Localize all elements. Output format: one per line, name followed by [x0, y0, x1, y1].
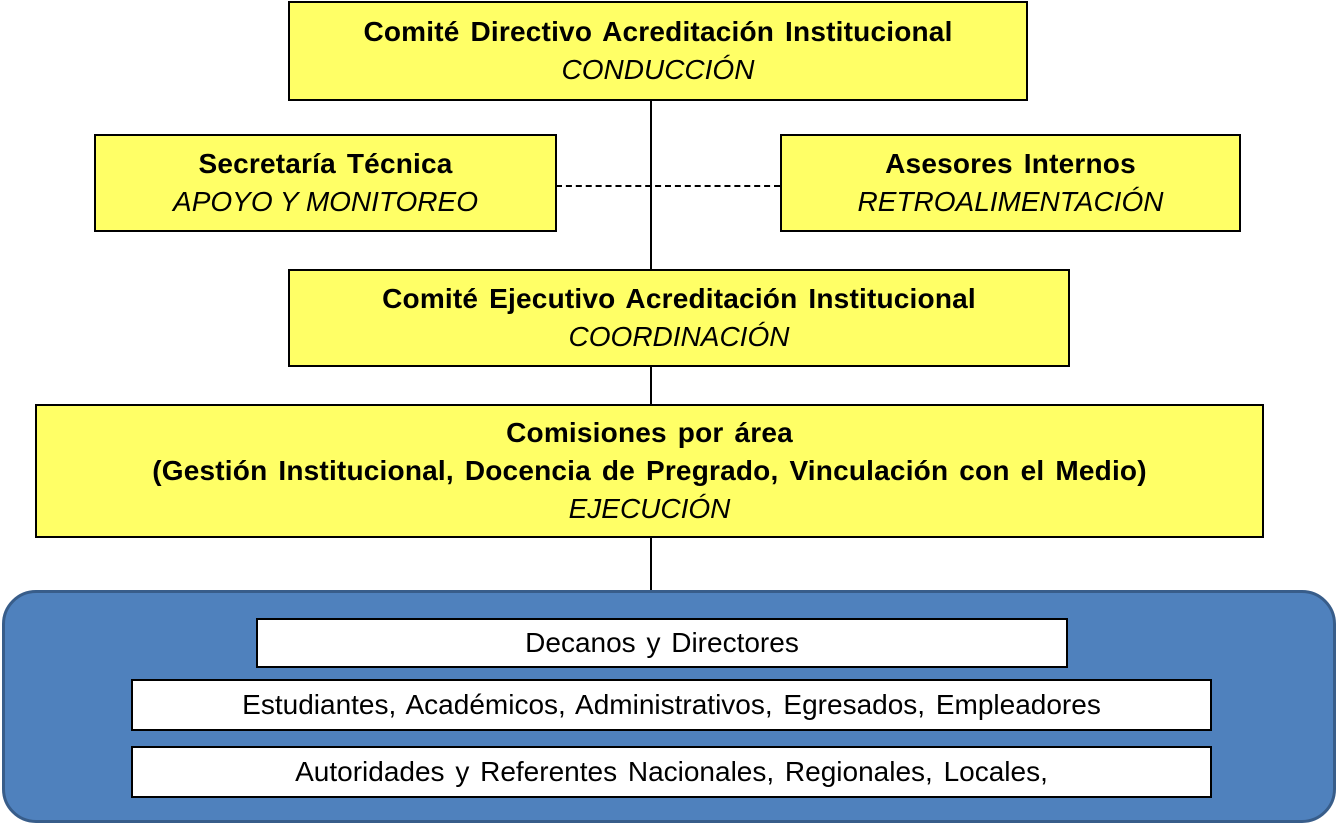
node-role: EJECUCIÓN — [568, 493, 731, 524]
stakeholder-comunidad-universitaria: Estudiantes, Académicos, Administrativos… — [131, 679, 1212, 731]
connector-comisiones-stakeholders — [650, 537, 652, 592]
stakeholder-decanos-directores: Decanos y Directores — [256, 618, 1068, 668]
node-title: Comisiones por área — [506, 417, 793, 448]
node-subtitle: (Gestión Institucional, Docencia de Preg… — [152, 455, 1147, 486]
node-role: APOYO Y MONITOREO — [173, 186, 478, 217]
stakeholder-label: Estudiantes, Académicos, Administrativos… — [242, 689, 1101, 720]
stakeholder-label: Autoridades y Referentes Nacionales, Reg… — [295, 756, 1048, 787]
stakeholder-autoridades-referentes: Autoridades y Referentes Nacionales, Reg… — [131, 746, 1212, 798]
connector-secretaria-asesores — [556, 185, 780, 187]
node-role: RETROALIMENTACIÓN — [857, 186, 1164, 217]
node-role: COORDINACIÓN — [568, 321, 790, 352]
node-title: Comité Directivo Acreditación Institucio… — [363, 16, 953, 47]
stakeholder-label: Decanos y Directores — [525, 627, 799, 658]
node-comite-ejecutivo: Comité Ejecutivo Acreditación Institucio… — [288, 269, 1070, 367]
node-title: Asesores Internos — [885, 148, 1136, 179]
node-comisiones-por-area: Comisiones por área (Gestión Institucion… — [35, 404, 1264, 538]
node-secretaria-tecnica: Secretaría Técnica APOYO Y MONITOREO — [94, 134, 557, 232]
connector-ejecutivo-comisiones — [650, 366, 652, 406]
node-comite-directivo: Comité Directivo Acreditación Institucio… — [288, 1, 1028, 101]
node-role: CONDUCCIÓN — [561, 54, 755, 85]
node-asesores-internos: Asesores Internos RETROALIMENTACIÓN — [780, 134, 1241, 232]
node-title: Comité Ejecutivo Acreditación Institucio… — [382, 283, 976, 314]
node-title: Secretaría Técnica — [198, 148, 453, 179]
